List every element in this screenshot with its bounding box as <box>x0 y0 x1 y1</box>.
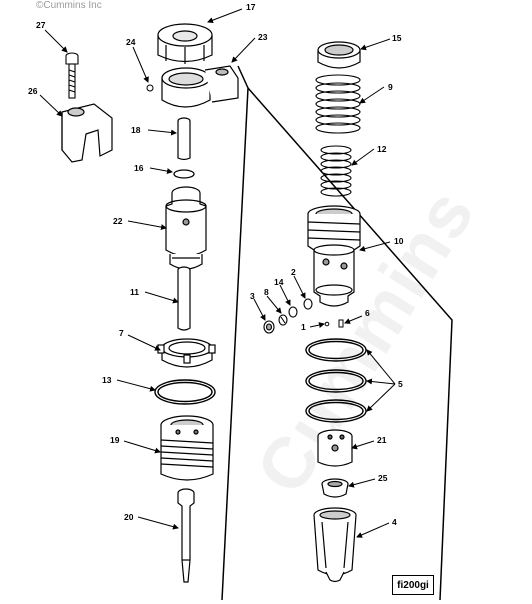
callout-17: 17 <box>246 2 256 12</box>
callout-13: 13 <box>102 375 112 385</box>
callout-19: 19 <box>110 435 120 445</box>
part-24-ball <box>146 84 154 92</box>
callout-23: 23 <box>258 32 268 42</box>
callout-20: 20 <box>124 512 134 522</box>
callout-2: 2 <box>291 267 296 277</box>
part-7-retainer-nut <box>157 338 216 368</box>
part-2-o-ring <box>303 298 313 310</box>
part-18-plunger-link <box>177 117 191 161</box>
callout-1: 1 <box>301 322 306 332</box>
part-16-retaining-ring <box>173 169 195 179</box>
callout-24: 24 <box>126 37 136 47</box>
grouping-boundary <box>221 65 453 601</box>
part-25-seat <box>321 478 349 498</box>
callout-4: 4 <box>392 517 397 527</box>
callout-18: 18 <box>131 125 141 135</box>
callout-14: 14 <box>274 277 284 287</box>
part-9-outer-spring <box>315 74 361 134</box>
callout-7: 7 <box>119 328 124 338</box>
leader-lines <box>39 8 396 538</box>
callout-11: 11 <box>130 287 139 297</box>
callout-27: 27 <box>36 20 46 30</box>
callout-15: 15 <box>392 33 402 43</box>
callout-5: 5 <box>398 379 403 389</box>
figure-reference-label: fi200gi <box>397 579 429 591</box>
part-22-barrel <box>165 186 207 270</box>
part-13-o-ring <box>154 379 216 405</box>
part-27-capscrew <box>65 52 79 99</box>
callout-22: 22 <box>113 216 123 226</box>
part-21-spacer <box>317 429 353 467</box>
part-3-screen-plug <box>263 320 275 334</box>
part-20-needle <box>177 488 195 583</box>
callout-26: 26 <box>28 86 38 96</box>
figure-reference-box: fi200gi <box>392 575 434 595</box>
callout-10: 10 <box>394 236 404 246</box>
part-15-spring-seat <box>317 41 361 69</box>
callout-labels: 17 23 24 27 26 18 16 22 11 7 13 19 20 15… <box>28 2 404 527</box>
callout-8: 8 <box>264 287 269 297</box>
callout-21: 21 <box>377 435 387 445</box>
part-23-link <box>161 65 239 108</box>
part-17-lock-nut <box>157 23 213 64</box>
callout-12: 12 <box>377 144 387 154</box>
part-11-plunger <box>177 266 191 331</box>
part-10-injector-body <box>307 205 361 307</box>
part-1-ball <box>324 321 330 327</box>
callout-9: 9 <box>388 82 393 92</box>
part-4-cup <box>313 507 357 583</box>
part-26-clamp <box>61 103 113 163</box>
callout-6: 6 <box>365 308 370 318</box>
part-12-inner-spring <box>320 145 352 197</box>
callout-16: 16 <box>134 163 144 173</box>
callout-3: 3 <box>250 291 255 301</box>
part-14-orifice-plug <box>288 306 298 318</box>
copyright-text: ©Cummins Inc <box>36 0 102 11</box>
part-19-threaded-barrel <box>160 415 214 481</box>
part-5-o-rings <box>305 338 367 423</box>
part-8-screen <box>278 314 288 326</box>
callout-25: 25 <box>378 473 388 483</box>
part-6-dowel-pin <box>338 319 344 328</box>
